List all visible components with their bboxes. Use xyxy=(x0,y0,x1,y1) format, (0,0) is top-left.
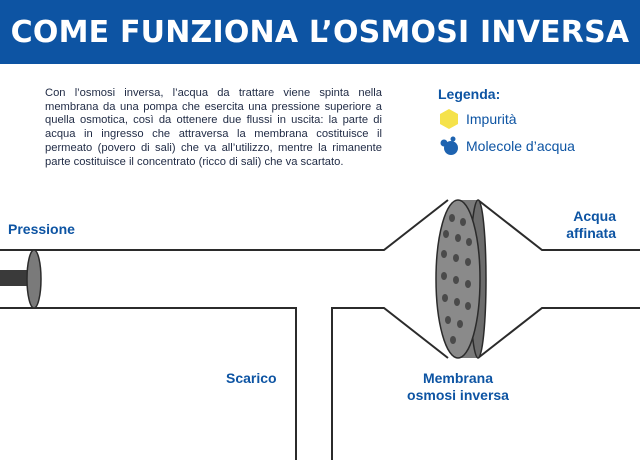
piston xyxy=(0,249,42,309)
outlet-pipe-top xyxy=(477,199,640,251)
inlet-pipe-top xyxy=(0,199,449,251)
inlet-pipe-bottom-left xyxy=(0,307,297,460)
label-drain: Scarico xyxy=(226,370,277,386)
legend-title: Legenda: xyxy=(438,86,501,102)
label-pressure: Pressione xyxy=(8,221,75,237)
outlet-pipe-bottom xyxy=(477,307,640,359)
title-bar: COME FUNZIONA L’OSMOSI INVERSA xyxy=(0,0,640,64)
legend: Legenda: Impurità Molecole d’acqua xyxy=(438,86,628,162)
inlet-pipe-bottom-right xyxy=(331,307,449,460)
legend-item-impurity: Impurità xyxy=(438,108,628,130)
label-membrane-line2: osmosi inversa xyxy=(407,387,509,403)
label-purified-line1: Acqua xyxy=(573,208,616,224)
membrane-disc xyxy=(435,199,487,359)
legend-item-water: Molecole d’acqua xyxy=(438,135,628,157)
page-title: COME FUNZIONA L’OSMOSI INVERSA xyxy=(10,14,630,50)
membrane-pores xyxy=(441,214,472,344)
label-purified-water: Acqua affinata xyxy=(556,208,616,242)
label-membrane: Membrana osmosi inversa xyxy=(393,370,523,404)
pipe-outline xyxy=(0,199,640,460)
label-purified-line2: affinata xyxy=(566,225,616,241)
legend-label-water: Molecole d’acqua xyxy=(466,138,575,154)
description-text: Con l’osmosi inversa, l’acqua da trattar… xyxy=(45,87,382,168)
water-molecule-icon xyxy=(440,136,458,155)
legend-label-impurity: Impurità xyxy=(466,111,517,127)
impurity-hexagon-icon xyxy=(440,109,458,129)
label-membrane-line1: Membrana xyxy=(422,370,494,386)
